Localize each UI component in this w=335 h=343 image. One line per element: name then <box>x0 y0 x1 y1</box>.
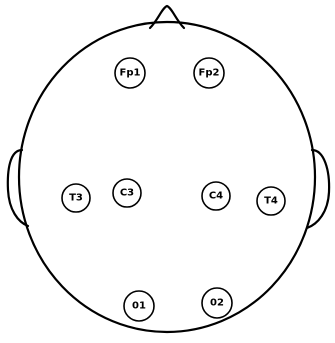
electrode-label-fp2: Fp2 <box>199 68 220 79</box>
nose-outline <box>150 6 184 28</box>
electrode-t4: T4 <box>257 187 285 215</box>
electrode-t3: T3 <box>62 184 90 212</box>
electrode-label-c4: C4 <box>209 191 223 202</box>
electrode-o1: 01 <box>124 291 154 321</box>
electrode-fp1: Fp1 <box>115 58 145 88</box>
electrode-label-c3: C3 <box>120 188 134 199</box>
electrode-label-o2: 02 <box>210 298 224 309</box>
head-outline <box>19 22 315 332</box>
electrode-c3: C3 <box>113 179 141 207</box>
electrode-label-t4: T4 <box>264 196 278 207</box>
electrode-c4: C4 <box>202 182 230 210</box>
electrode-label-t3: T3 <box>69 193 83 204</box>
electrode-label-o1: 01 <box>132 301 146 312</box>
electrode-label-fp1: Fp1 <box>120 68 141 79</box>
electrode-o2: 02 <box>202 288 232 318</box>
left-ear-outline <box>8 150 28 226</box>
electrode-fp2: Fp2 <box>194 58 224 88</box>
